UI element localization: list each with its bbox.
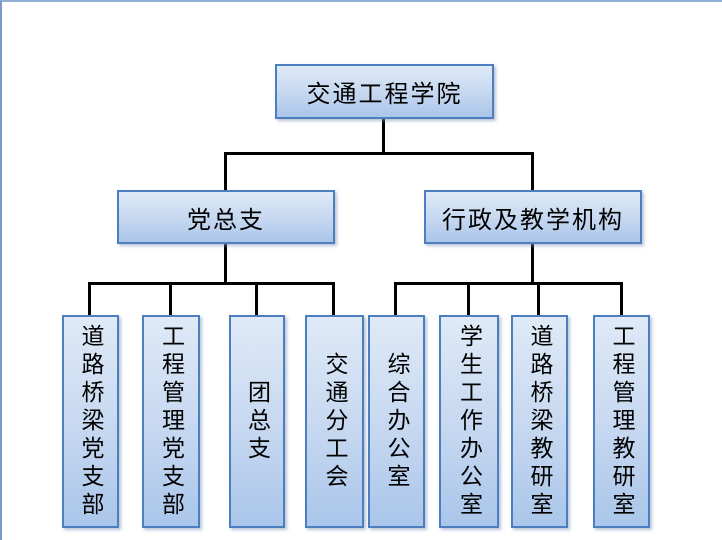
org-node-admin-teaching[interactable]: 行政及教学机构 xyxy=(424,190,642,244)
org-node-engineering-mgmt-teaching-office[interactable]: 工程管理教研室 xyxy=(593,315,650,528)
org-node-label: 工程管理教研室 xyxy=(609,323,635,520)
org-node-label: 道路桥梁教研室 xyxy=(527,323,553,520)
connector-line xyxy=(394,282,623,285)
org-node-engineering-mgmt-party-branch[interactable]: 工程管理党支部 xyxy=(142,315,200,528)
connector-line xyxy=(169,282,172,317)
org-node-root[interactable]: 交通工程学院 xyxy=(275,64,494,119)
connector-line xyxy=(224,244,227,284)
connector-line xyxy=(537,282,540,317)
org-node-label: 工程管理党支部 xyxy=(158,323,185,520)
org-node-student-affairs-office[interactable]: 学生工作办公室 xyxy=(439,315,499,528)
connector-line xyxy=(255,282,258,317)
connector-line xyxy=(224,152,227,192)
connector-line xyxy=(224,152,534,155)
org-node-label: 交通工程学院 xyxy=(306,81,463,108)
connector-line xyxy=(382,119,385,155)
org-node-label: 团总支 xyxy=(244,379,271,464)
org-node-label: 党总支 xyxy=(187,206,265,234)
connector-line xyxy=(332,282,335,317)
org-node-road-bridge-party-branch[interactable]: 道路桥梁党支部 xyxy=(62,315,119,528)
connector-line xyxy=(467,282,470,317)
org-node-road-bridge-teaching-office[interactable]: 道路桥梁教研室 xyxy=(511,315,568,528)
connector-line xyxy=(394,282,397,317)
org-node-general-office[interactable]: 综合办公室 xyxy=(368,315,425,528)
org-node-label: 学生工作办公室 xyxy=(456,323,483,520)
org-node-label: 道路桥梁党支部 xyxy=(78,323,104,520)
org-node-label: 交通分工会 xyxy=(322,351,348,492)
org-node-party-general-branch[interactable]: 党总支 xyxy=(117,190,335,244)
connector-line xyxy=(531,152,534,192)
org-node-label: 综合办公室 xyxy=(384,351,410,492)
org-node-youth-league-branch[interactable]: 团总支 xyxy=(229,315,285,528)
org-node-label: 行政及教学机构 xyxy=(442,206,624,234)
connector-line xyxy=(531,244,534,284)
connector-line xyxy=(620,282,623,317)
connector-line xyxy=(88,282,335,285)
org-node-transport-sub-union[interactable]: 交通分工会 xyxy=(305,315,364,528)
connector-line xyxy=(88,282,91,317)
